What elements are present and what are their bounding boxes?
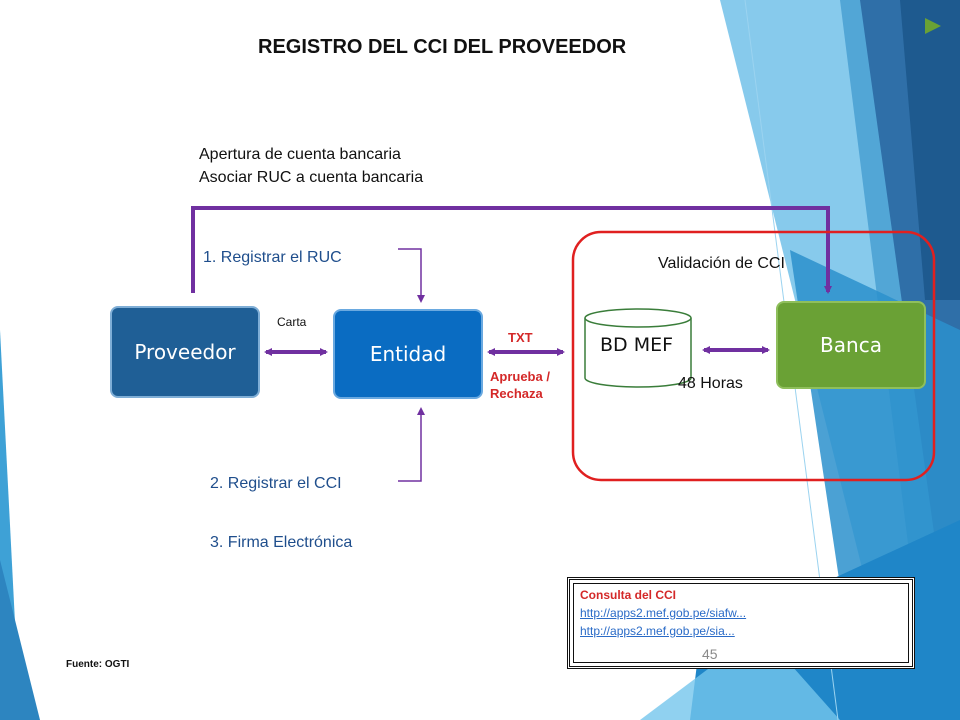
consulta-link-1[interactable]: http://apps2.mef.gob.pe/siafw... <box>580 606 747 620</box>
page-number: 45 <box>702 646 718 662</box>
bd-mef-cylinder <box>584 308 692 388</box>
step-registrar-ruc: 1. Registrar el RUC <box>203 249 342 266</box>
consulta-box: Consulta del CCI http://apps2.mef.gob.pe… <box>567 577 915 669</box>
apertura-line-1: Apertura de cuenta bancaria <box>199 146 401 163</box>
horas-label: 48 Horas <box>678 375 743 392</box>
aprueba-label: Aprueba / <box>490 369 550 384</box>
apertura-line-2: Asociar RUC a cuenta bancaria <box>199 169 424 186</box>
proveedor-to-banca-connector <box>191 206 832 294</box>
source-note: Fuente: OGTI <box>66 659 130 670</box>
carta-label: Carta <box>277 315 307 329</box>
step-registrar-cci: 2. Registrar el CCI <box>210 475 342 492</box>
proveedor-node: Proveedor <box>110 306 260 398</box>
consulta-inner-border <box>573 583 909 663</box>
consulta-heading: Consulta del CCI <box>580 588 677 602</box>
step1-connector <box>398 248 425 303</box>
validacion-label: Validación de CCI <box>658 255 785 272</box>
banca-node: Banca <box>776 301 926 389</box>
bd-mef-label: BD MEF <box>600 334 674 356</box>
validation-box <box>571 230 936 482</box>
step-firma-electronica: 3. Firma Electrónica <box>210 534 353 551</box>
apertura-text: Apertura de cuenta bancaria Asociar RUC … <box>199 143 423 189</box>
rechaza-label: Rechaza <box>490 386 543 401</box>
page-title: REGISTRO DEL CCI DEL PROVEEDOR <box>258 36 627 58</box>
entidad-node: Entidad <box>333 309 483 399</box>
consulta-link-2[interactable]: http://apps2.mef.gob.pe/sia... <box>580 624 735 638</box>
step2-connector <box>398 407 425 482</box>
bullet-arrow-icon <box>925 18 941 34</box>
txt-label: TXT <box>508 330 533 345</box>
